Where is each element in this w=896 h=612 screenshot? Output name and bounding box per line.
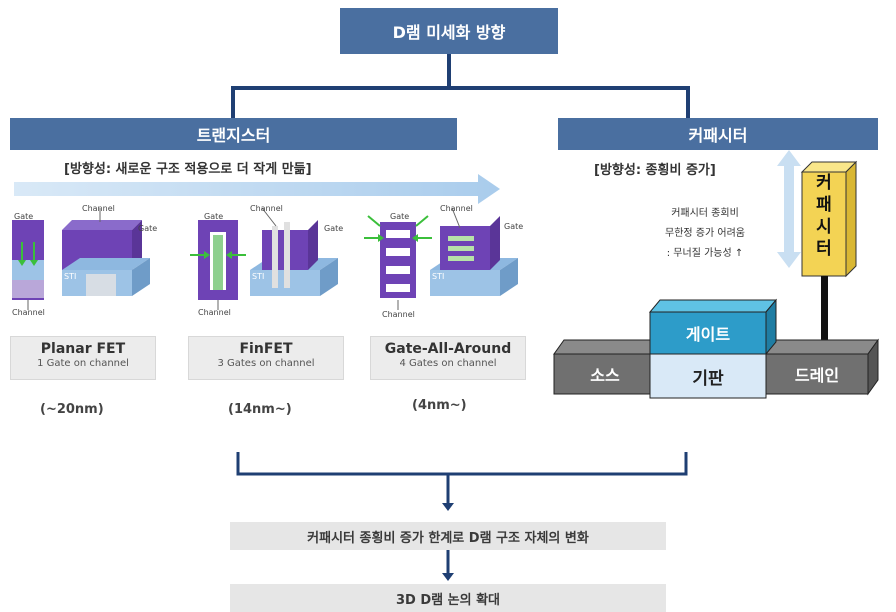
capacitor-char-3: 시 [816, 217, 832, 237]
card-finfet: FinFET 3 Gates on channel [188, 336, 344, 380]
node-planar: (~20nm) [40, 402, 104, 417]
drain-label: 드레인 [766, 354, 868, 394]
capacitor-note-line-2: 무한정 증가 어려움 [665, 228, 745, 239]
transistor-header-text: 트랜지스터 [196, 126, 271, 145]
title-box: D램 미세화 방향 [340, 8, 558, 54]
finfet-gate-side-label: Gate [324, 224, 344, 233]
aspect-ratio-arrow [777, 150, 801, 268]
card-planar-fet: Planar FET 1 Gate on channel [10, 336, 156, 380]
capacitor-pillar-label: 커 패 시 터 [802, 172, 846, 260]
capacitor-header-text: 커패시터 [688, 126, 748, 145]
transistor-diagrams [12, 207, 518, 310]
conclusion-text-1: 커패시터 종횡비 증가 한계로 D램 구조 자체의 변화 [307, 530, 589, 546]
transistor-direction: [방향성: 새로운 구조 적용으로 더 작게 만듦] [64, 162, 312, 177]
planar-gate-side-label: Gate [138, 224, 158, 233]
planar-gate-label: Gate [14, 212, 34, 221]
gaa-gate-side-label: Gate [504, 222, 524, 231]
gate-label: 게이트 [650, 312, 766, 354]
card-gaa: Gate-All-Around 4 Gates on channel [370, 336, 526, 380]
drain-text: 드레인 [794, 366, 840, 385]
card-planar-fet-sub: 1 Gate on channel [37, 358, 129, 369]
dram-cell-section [553, 298, 879, 399]
finfet-diagram [190, 207, 338, 310]
planar-fet-diagram [12, 208, 150, 310]
capacitor-direction: [방향성: 종횡비 증가] [594, 163, 716, 178]
card-finfet-sub: 3 Gates on channel [217, 358, 315, 369]
finfet-gate-label: Gate [204, 212, 224, 221]
planar-channel-bottom-label: Channel [12, 308, 45, 317]
direction-arrow [14, 174, 500, 204]
capacitor-pillar [800, 160, 858, 278]
capacitor-char-1: 커 [816, 173, 832, 193]
capacitor-note-line-3: : 무너질 가능성 ↑ [666, 248, 744, 259]
node-finfet: (14nm~) [228, 402, 292, 417]
conclusion-text-2: 3D D램 논의 확대 [395, 592, 500, 608]
card-gaa-title: Gate-All-Around [384, 341, 512, 357]
source-text: 소스 [590, 366, 620, 385]
finfet-channel-top-label: Channel [250, 204, 283, 213]
conclusion-box-2: 3D D램 논의 확대 [230, 584, 666, 612]
substrate-text: 기판 [692, 368, 724, 389]
capacitor-note-line-1: 커패시터 종회비 [671, 208, 739, 219]
transistor-header: 트랜지스터 [10, 118, 457, 150]
capacitor-char-4: 터 [816, 239, 832, 259]
gaa-gate-label: Gate [390, 212, 410, 221]
substrate-label: 기판 [650, 354, 766, 398]
gaa-diagram [364, 207, 518, 310]
planar-channel-top-label: Channel [82, 204, 115, 213]
conclusion-box-1: 커패시터 종횡비 증가 한계로 D램 구조 자체의 변화 [230, 522, 666, 550]
gaa-channel-bottom-label: Channel [382, 310, 415, 319]
gate-text: 게이트 [685, 325, 731, 344]
card-gaa-sub: 4 Gates on channel [399, 358, 497, 369]
card-planar-fet-title: Planar FET [40, 341, 126, 357]
planar-sti-label: STI [64, 272, 77, 281]
capacitor-char-2: 패 [816, 195, 832, 215]
finfet-channel-bottom-label: Channel [198, 308, 231, 317]
finfet-sti-label: STI [252, 272, 265, 281]
card-finfet-title: FinFET [239, 341, 293, 357]
capacitor-contact [821, 276, 828, 344]
source-label: 소스 [554, 354, 656, 394]
capacitor-header: 커패시터 [558, 118, 878, 150]
node-gaa: (4nm~) [412, 398, 467, 413]
gaa-channel-top-label: Channel [440, 204, 473, 213]
capacitor-note: 커패시터 종회비 무한정 증가 어려움 : 무너질 가능성 ↑ [640, 204, 770, 264]
title-text: D램 미세화 방향 [392, 23, 506, 42]
gaa-sti-label: STI [432, 272, 445, 281]
